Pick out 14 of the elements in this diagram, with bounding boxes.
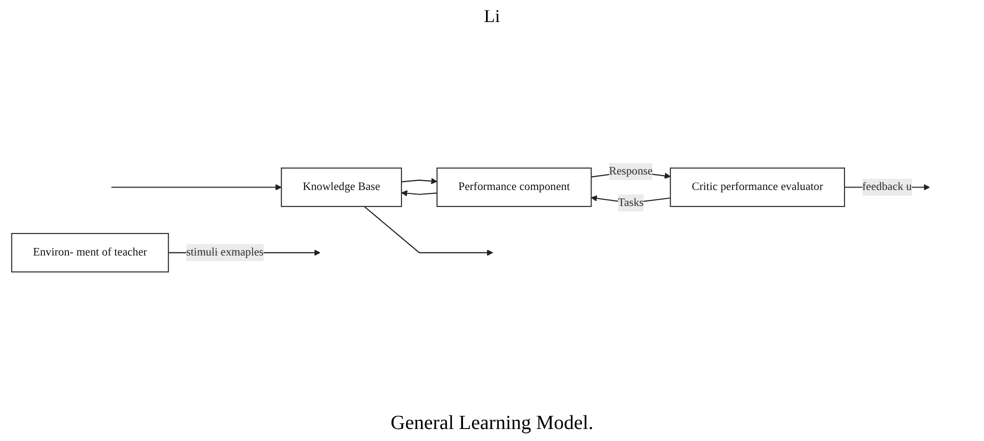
node-box: Critic performance evaluator: [670, 168, 846, 207]
edge-label: stimuli exmaples: [186, 246, 264, 258]
node-box: Performance component: [436, 168, 592, 207]
arrow: [401, 178, 438, 184]
arrow: [364, 206, 494, 256]
arrow: [111, 184, 282, 190]
caption: General Learning Model.: [390, 412, 594, 435]
node-box: Environ- ment of teacher: [11, 232, 169, 272]
edge-label: Response: [609, 165, 653, 178]
edge-label: feedback u: [862, 180, 912, 193]
variable-label: Li: [484, 6, 500, 27]
edge-label: Tasks: [618, 196, 644, 209]
arrow: [401, 190, 438, 196]
node-box: Knowledge Base: [280, 168, 402, 207]
